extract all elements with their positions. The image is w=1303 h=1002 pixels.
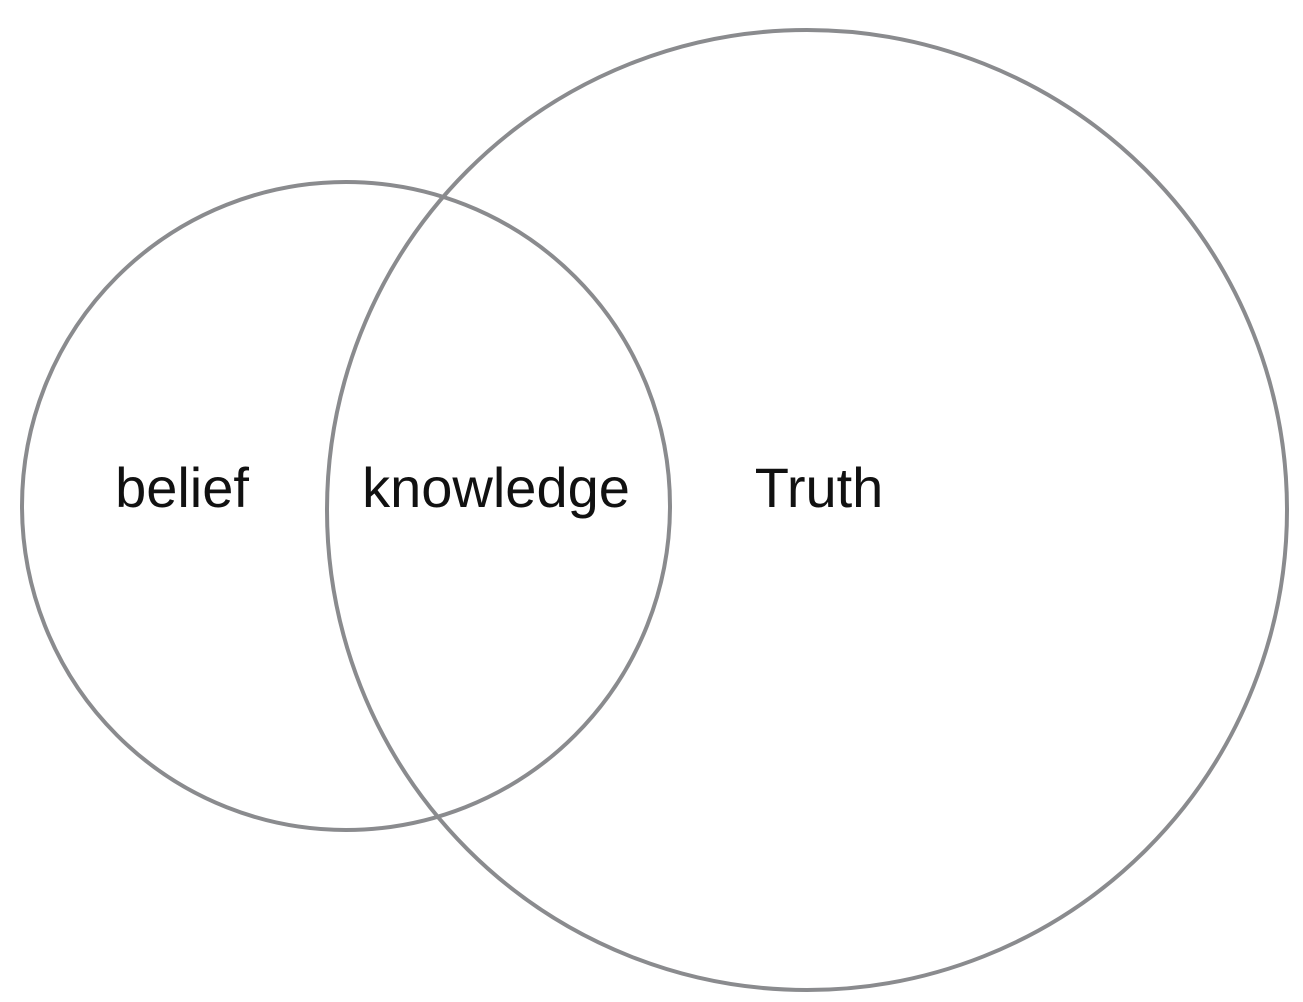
truth-circle (325, 28, 1289, 992)
knowledge-label: knowledge (362, 456, 630, 519)
belief-circle (20, 180, 672, 832)
truth-label: Truth (755, 456, 884, 519)
belief-label: belief (115, 456, 249, 519)
